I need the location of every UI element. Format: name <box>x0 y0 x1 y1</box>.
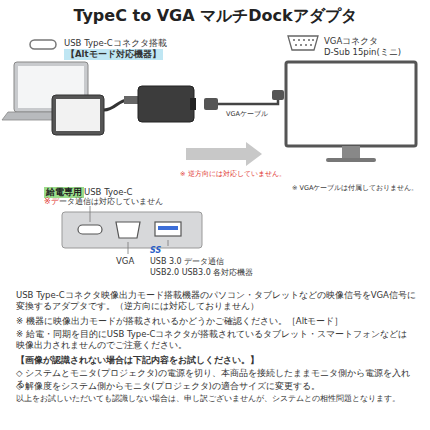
note: ※ 給電・同期を目的にUSB Type-Cコネクタが搭載されているタブレット・ス… <box>16 329 416 351</box>
vga-plug <box>204 98 218 110</box>
trouble-footer: 以上をお試しいただいても認識しない場合は、申し訳ございませんが、システムとの相性… <box>16 394 400 404</box>
adapter-face <box>62 212 202 248</box>
usb3-label: USB 3.0 データ通信 <box>150 257 224 267</box>
vga-icon <box>288 36 318 50</box>
dsub-label: D-Sub 15pin(ミニ) <box>324 47 401 58</box>
alt-mode-note: 【Altモード対応機器】 <box>64 49 163 60</box>
direction-note: ※ 逆方向には対応していません。 <box>180 170 286 178</box>
adapter <box>138 86 194 122</box>
trouble-step: ◇ 解像度をシステム側からモニタ(プロジェクタ)の適合サイズに変更する。 <box>16 381 320 392</box>
tablet <box>52 95 104 135</box>
usb-c-port-label: USB Tyoe-C <box>84 187 132 198</box>
description: USB Type-Cコネクタ映像出力モード搭載機器のパソコン・タブレットなどの映… <box>16 290 416 312</box>
cable-label: VGAケーブル <box>226 110 268 118</box>
usb-c-icon <box>30 40 56 49</box>
cable-note: ※ VGAケーブルは付属しておりません。 <box>292 184 418 192</box>
vga-port-label: VGA <box>116 256 134 267</box>
vga-connector-label: VGAコネクタ <box>324 36 378 47</box>
data-note: ※データ通信は対応していません <box>44 197 163 207</box>
vga-cable <box>218 100 278 104</box>
title: TypeC to VGA マルチDockアダプタ <box>0 6 430 27</box>
connector-note: USB Type-Cコネクタ搭載 <box>64 38 167 49</box>
power-only-tag: 給電専用 <box>44 187 84 198</box>
compat-label: USB2.0 USB3.0 各対応機器 <box>150 268 253 278</box>
cable-plug <box>124 96 138 104</box>
monitor <box>286 62 416 162</box>
trouble-heading: 【画像が認識されない場合は下記内容をお試しください。】 <box>16 355 259 366</box>
direction-arrow <box>186 142 262 166</box>
superspeed-logo: SS <box>150 246 161 256</box>
note: ※ 機器に映像出力モードが搭載されいるかどうかご確認ください。［Altモード］ <box>16 316 343 327</box>
